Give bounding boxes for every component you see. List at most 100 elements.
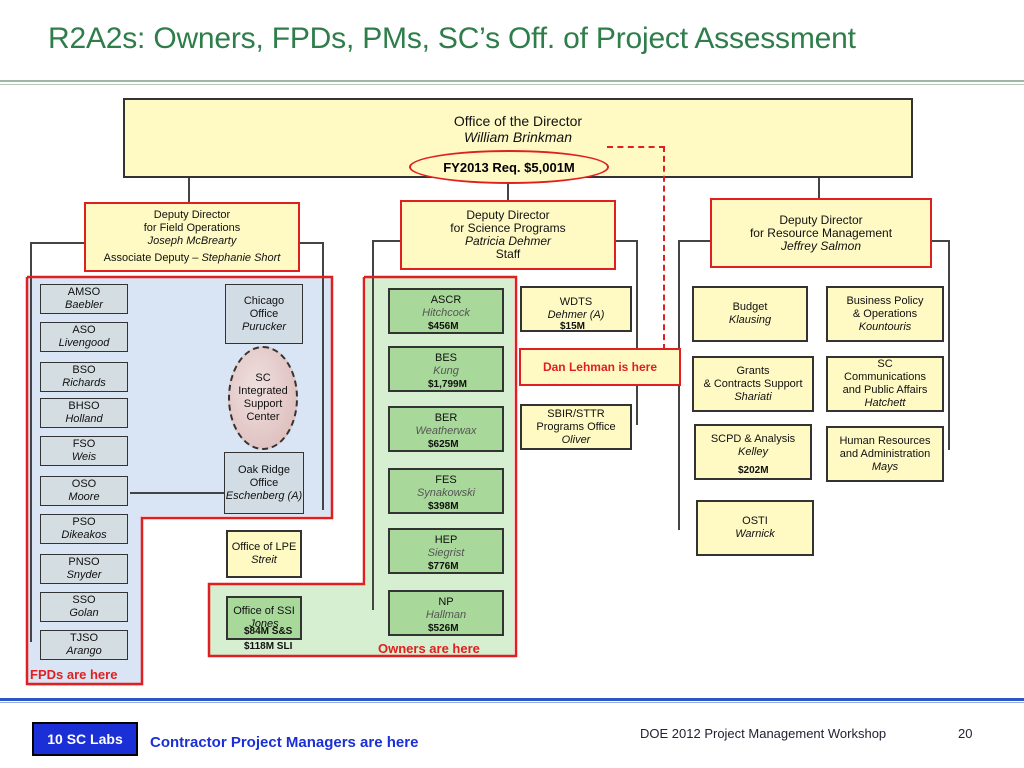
osti-box: OSTI Warnick [696,500,814,556]
dan-lehman-callout: Dan Lehman is here [519,348,681,386]
program-amount: $456M [428,321,459,332]
program-person: Hitchcock [422,307,470,319]
program-amount: $398M [428,501,459,512]
chicago-line2: Office [249,307,279,320]
sc-communications-box: SC Communications and Public Affairs Hat… [826,356,944,412]
business-line2: & Operations [852,307,918,320]
budget-line1: Budget [732,301,768,313]
lpe-person: Streit [251,554,277,566]
connector [130,492,224,494]
sc-comm-person: Hatchett [864,397,906,409]
fpds-label: FPDs are here [30,667,118,682]
connector [30,242,84,244]
sc-isc-oval: SC Integrated Support Center [228,346,298,450]
program-person: Hallman [425,609,467,621]
sbir-line1: SBIR/STTR [547,407,605,420]
lpe-line1: Office of LPE [231,541,297,553]
connector [948,240,950,450]
program-name: BES [434,352,457,364]
director-budget-oval: FY2013 Req. $5,001M [409,150,609,184]
sc-isc-line1: SC [255,372,271,384]
deputy-science-box: Deputy Director for Science Programs Pat… [400,200,616,270]
site-office-person: Snyder [66,569,102,581]
contractor-pm-label: Contractor Project Managers are here [150,734,419,751]
program-name: NP [438,596,454,608]
connector [372,240,400,242]
site-office-person: Richards [62,377,106,389]
associate-deputy: Associate Deputy – Stephanie Short [104,252,281,265]
ssi-line1: Office of SSI [233,605,295,617]
program-amount: $625M [428,439,459,450]
sbir-box: SBIR/STTR Programs Office Oliver [520,404,632,450]
site-office-person: Moore [68,491,100,503]
ssi-amount-ss: $84M S&S [244,626,293,637]
chicago-line1: Chicago [243,294,285,307]
grants-line2: & Contracts Support [703,377,803,390]
connector [678,240,710,242]
director-title: Office of the Director [453,113,583,129]
sc-comm-line2: Communications [844,371,926,383]
wdts-box: WDTS Dehmer (A) [520,286,632,332]
sbir-line2: Programs Office [536,420,616,433]
site-office-person: Livengood [58,337,110,349]
deputy-science-line1: Deputy Director [466,208,550,222]
deputy-field-line2: for Field Operations [143,222,241,234]
deputy-science-line2: for Science Programs [450,221,566,235]
oak-ridge-line2: Office [249,476,279,489]
office-lpe-box: Office of LPE Streit [226,530,302,578]
business-person: Kountouris [858,320,912,333]
dashed-link [607,146,665,148]
sc-isc-line3: Support [243,398,283,410]
hr-person: Mays [871,460,899,473]
site-office-person: Dikeakos [61,529,107,541]
program-name: HEP [434,534,458,546]
business-policy-box: Business Policy & Operations Kountouris [826,286,944,342]
sc-comm-line3: and Public Affairs [842,384,928,396]
program-amount: $776M [428,561,459,572]
grants-person: Shariati [734,390,772,403]
director-budget: FY2013 Req. $5,001M [443,159,575,175]
program-amount: $526M [428,623,459,634]
site-office-name: BSO [72,364,96,376]
oak-ridge-office-box: Oak Ridge Office Eschenberg (A) [224,452,304,514]
scpd-person: Kelley [738,446,768,458]
osti-person: Warnick [735,528,775,540]
director-name: William Brinkman [463,129,572,145]
scpd-line1: SCPD & Analysis [710,433,796,445]
deputy-science-staff: Staff [495,247,521,261]
program-person: Siegrist [427,547,465,559]
connector [616,240,636,242]
associate-deputy-name: Stephanie Short [201,252,281,264]
scpd-box: SCPD & Analysis Kelley [694,424,812,480]
connector [30,242,32,642]
sc-isc-line4: Center [246,411,280,423]
owners-label: Owners are here [378,641,480,656]
wdts-person: Dehmer (A) [547,309,605,321]
sc-labs-badge: 10 SC Labs [32,722,138,756]
site-office-name: AMSO [67,286,101,298]
connector [636,240,638,425]
site-office-name: BHSO [68,400,100,412]
footer-divider [0,698,1024,701]
connector [300,242,322,244]
dan-lehman-label: Dan Lehman is here [542,360,658,374]
site-office-person: Weis [71,451,97,463]
site-office-name: PNSO [68,556,100,568]
grants-line1: Grants [736,364,770,377]
program-name: FES [435,474,457,486]
site-office-person: Baebler [65,299,103,311]
program-person: Kung [433,365,459,377]
hr-line1: Human Resources [839,434,931,447]
site-office-name: FSO [72,438,96,450]
site-office-person: Arango [66,645,102,657]
program-person: Synakowski [416,487,476,499]
deputy-resource-line2: for Resource Management [749,225,893,240]
